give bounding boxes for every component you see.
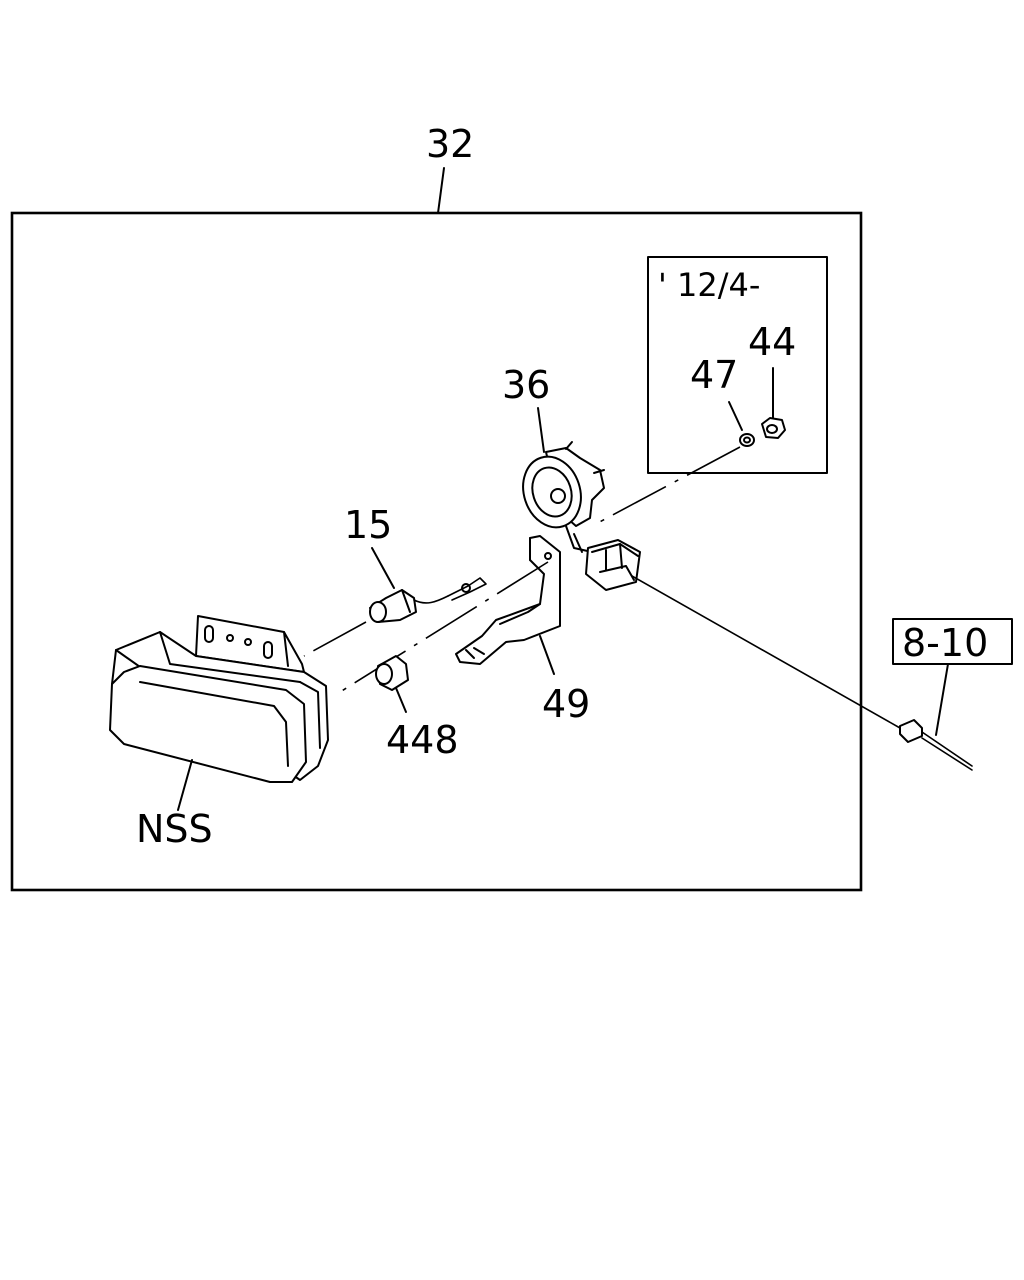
label-15[interactable]: 15 bbox=[344, 503, 392, 547]
leader-448 bbox=[395, 687, 407, 713]
assembly-frame bbox=[10, 211, 863, 892]
label-44[interactable]: 44 bbox=[748, 320, 796, 364]
harness-connector[interactable] bbox=[899, 719, 973, 771]
leader-8-10 bbox=[935, 663, 949, 736]
inset-frame bbox=[647, 256, 828, 474]
fog-lamp-part[interactable] bbox=[109, 615, 329, 783]
label-47[interactable]: 47 bbox=[690, 353, 738, 397]
bracket-part-49[interactable] bbox=[455, 535, 561, 665]
nut-part[interactable] bbox=[761, 417, 786, 439]
dash-line-washer bbox=[591, 446, 741, 527]
leader-36 bbox=[537, 407, 545, 453]
bulb-part[interactable] bbox=[369, 577, 487, 623]
dash-line-bracket bbox=[339, 561, 549, 693]
label-32[interactable]: 32 bbox=[426, 122, 474, 166]
inset-date-label: ' 12/4- bbox=[658, 266, 760, 304]
ref-box bbox=[892, 618, 1013, 665]
label-36[interactable]: 36 bbox=[502, 363, 550, 407]
leader-47 bbox=[728, 401, 743, 431]
leader-15 bbox=[371, 547, 395, 589]
leader-nss bbox=[177, 759, 193, 811]
label-448[interactable]: 448 bbox=[386, 718, 459, 762]
label-nss[interactable]: NSS bbox=[136, 807, 213, 851]
label-49[interactable]: 49 bbox=[542, 682, 590, 726]
harness-line bbox=[631, 575, 901, 729]
washer-part[interactable] bbox=[739, 433, 755, 447]
grommet-part[interactable] bbox=[375, 655, 409, 691]
leader-49 bbox=[539, 635, 555, 675]
housing-part-36[interactable] bbox=[514, 441, 641, 591]
leader-32 bbox=[437, 167, 445, 214]
label-8-10[interactable]: 8-10 bbox=[902, 621, 988, 665]
dash-line-bulb bbox=[303, 621, 367, 657]
